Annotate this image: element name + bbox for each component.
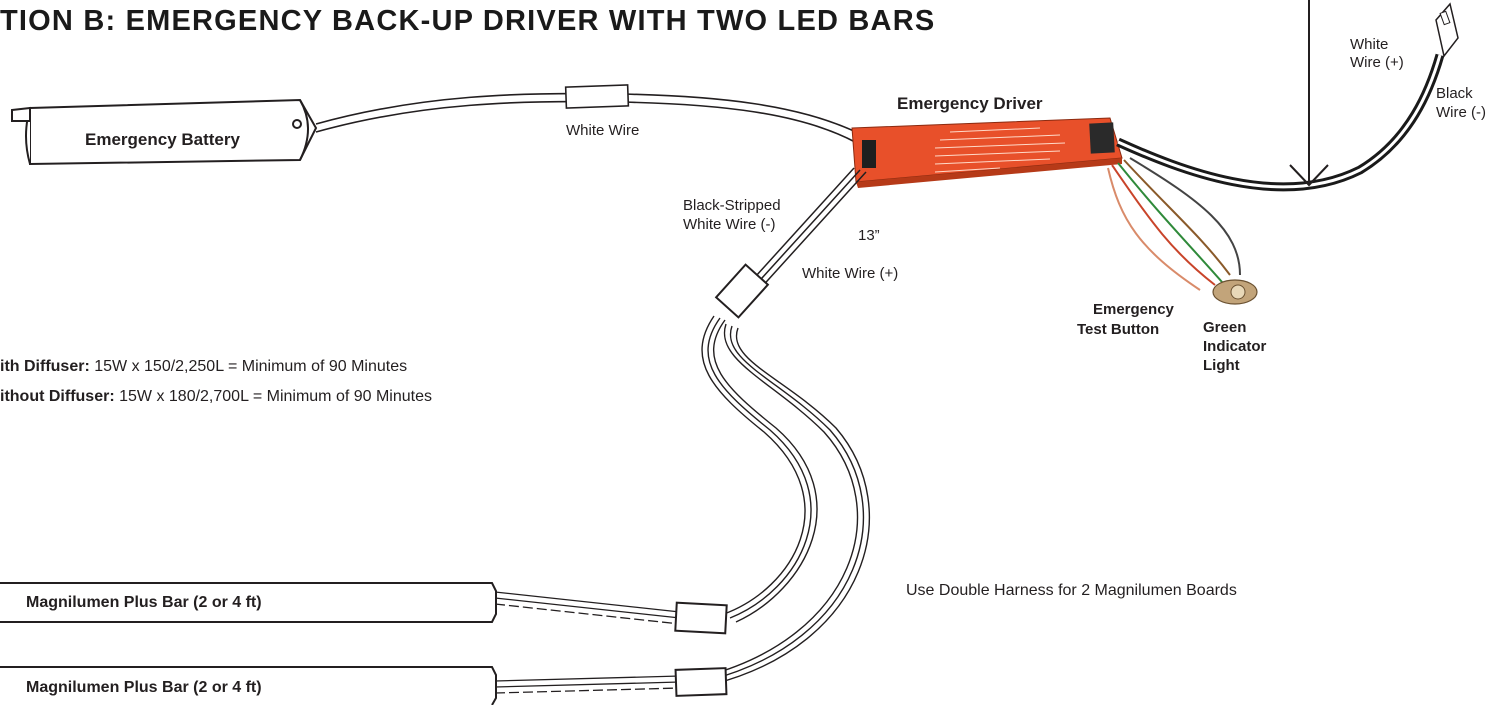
- pos-wire-label: White Wire (+): [802, 265, 899, 282]
- harness-connector: [714, 263, 770, 319]
- conn-white-label-2: Wire (+): [1350, 54, 1404, 71]
- test-button-label-2: Test Button: [1077, 321, 1160, 338]
- emergency-battery: [11, 98, 318, 166]
- connector-wire: [1116, 2, 1459, 192]
- harness-loop-1: [701, 315, 818, 623]
- page-title: TION B: EMERGENCY BACK-UP DRIVER WITH TW…: [0, 5, 936, 37]
- conn-black-label-1: Black: [1436, 85, 1473, 102]
- battery-wire: [315, 84, 859, 143]
- wire-length-label: 13”: [858, 227, 880, 244]
- harness-loop-2: [705, 323, 870, 685]
- test-button-label-1: Emergency: [1093, 301, 1174, 318]
- runtime-without-diffuser: ithout Diffuser: 15W x 180/2,700L = Mini…: [0, 387, 432, 407]
- runtime-text: 15W x 180/2,700L = Minimum of 90 Minutes: [114, 388, 432, 405]
- bar-2-connector: [674, 667, 728, 697]
- led-bar-1: [0, 582, 497, 623]
- driver-label: Emergency Driver: [897, 94, 1043, 113]
- test-button-leads: [1107, 157, 1241, 291]
- led-bar-2: [0, 666, 497, 705]
- test-button-icon: [1212, 279, 1258, 305]
- bar-1-connector: [674, 601, 728, 635]
- runtime-text: 15W x 150/2,250L = Minimum of 90 Minutes: [89, 358, 408, 375]
- indicator-label-3: Light: [1203, 357, 1240, 374]
- neg-wire-label-2: White Wire (-): [683, 216, 776, 233]
- conn-black-label-2: Wire (-): [1436, 104, 1486, 121]
- bar-2-wire: [494, 675, 681, 694]
- down-arrow: [1289, 0, 1329, 187]
- runtime-with-diffuser: ith Diffuser: 15W x 150/2,250L = Minimum…: [0, 357, 407, 377]
- indicator-label-1: Green: [1203, 319, 1247, 336]
- runtime-label: ithout Diffuser:: [0, 388, 115, 405]
- bar-2-label: Magnilumen Plus Bar (2 or 4 ft): [26, 679, 262, 696]
- conn-white-label-1: White: [1350, 36, 1389, 53]
- bar-1-label: Magnilumen Plus Bar (2 or 4 ft): [26, 594, 262, 611]
- neg-wire-label-1: Black-Stripped: [683, 197, 781, 214]
- runtime-label: ith Diffuser:: [0, 358, 90, 375]
- battery-label: Emergency Battery: [85, 130, 240, 149]
- battery-wire-label: White Wire: [566, 122, 640, 139]
- bar-1-wire: [494, 591, 681, 625]
- harness-note: Use Double Harness for 2 Magnilumen Boar…: [906, 582, 1237, 599]
- indicator-label-2: Indicator: [1203, 338, 1267, 355]
- emergency-driver-box: [851, 117, 1123, 188]
